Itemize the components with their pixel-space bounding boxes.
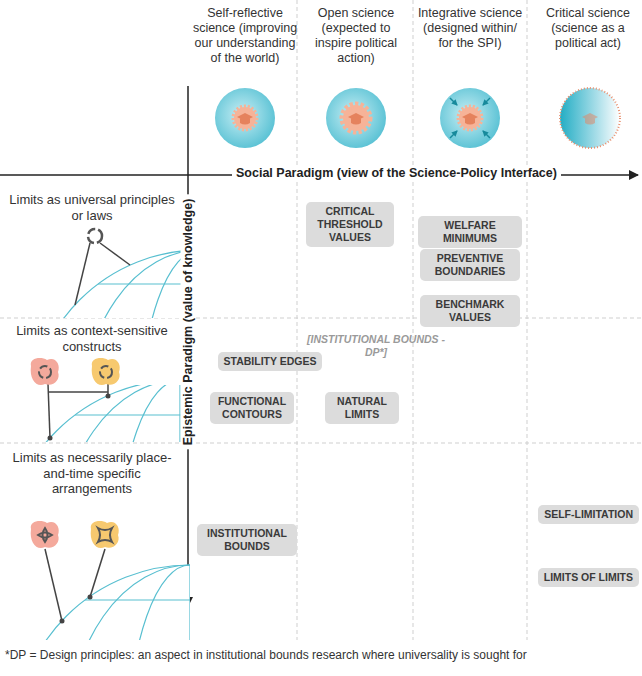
box-text: CRITICAL THRESHOLD VALUES <box>312 205 388 244</box>
box-text: PREVENTIVE BOUNDARIES <box>426 252 514 278</box>
box-text: INSTITUTIONAL BOUNDS <box>203 527 291 553</box>
limit-box: CRITICAL THRESHOLD VALUES <box>306 202 394 247</box>
limit-box: WELFARE MINIMUMS <box>418 216 522 248</box>
limit-box: BENCHMARK VALUES <box>420 295 520 327</box>
grid-lines <box>0 0 642 640</box>
axis-title: Social Paradigm (view of the Science-Pol… <box>232 166 561 181</box>
axis-title: Epistemic Paradigm (value of knowledge) <box>181 195 196 450</box>
limit-box: SELF-LIMITATION <box>538 505 639 524</box>
box-text: FUNCTIONAL CONTOURS <box>216 395 288 421</box>
globe-icon <box>440 88 500 148</box>
row-heading: Limits as context-sensitive constructs <box>6 323 178 354</box>
box-text: STABILITY EDGES <box>224 355 317 368</box>
box-text: SELF-LIMITATION <box>544 508 633 521</box>
column-heading: Integrative science (designed within/ fo… <box>417 6 523 51</box>
column-heading: Self-reflective science (improving our u… <box>189 6 301 66</box>
limit-box: LIMITS OF LIMITS <box>538 568 639 587</box>
box-text: WELFARE MINIMUMS <box>424 219 516 245</box>
greyed-note: [INSTITUTIONAL BOUNDS - DP*] <box>301 333 451 358</box>
column-heading: Open science (expected to inspire politi… <box>302 6 410 66</box>
box-text: NATURAL LIMITS <box>331 395 393 421</box>
box-text: BENCHMARK VALUES <box>426 298 514 324</box>
row-heading: Limits as universal principles or laws <box>6 192 178 223</box>
row-icon <box>30 229 370 590</box>
globe-icon <box>560 88 620 148</box>
limit-box: FUNCTIONAL CONTOURS <box>210 392 294 424</box>
limit-box: NATURAL LIMITS <box>325 392 399 424</box>
column-heading: Critical science (science as a political… <box>538 6 638 51</box>
globe-icon <box>215 88 275 148</box>
row-heading: Limits as necessarily place-and-time spe… <box>6 450 178 497</box>
limit-box: INSTITUTIONAL BOUNDS <box>197 524 297 556</box>
limit-box: STABILITY EDGES <box>218 352 323 371</box>
box-text: LIMITS OF LIMITS <box>544 571 633 584</box>
globe-icon <box>326 88 386 148</box>
limit-box: PREVENTIVE BOUNDARIES <box>420 249 520 281</box>
footnote: *DP = Design principles: an aspect in in… <box>5 648 637 662</box>
